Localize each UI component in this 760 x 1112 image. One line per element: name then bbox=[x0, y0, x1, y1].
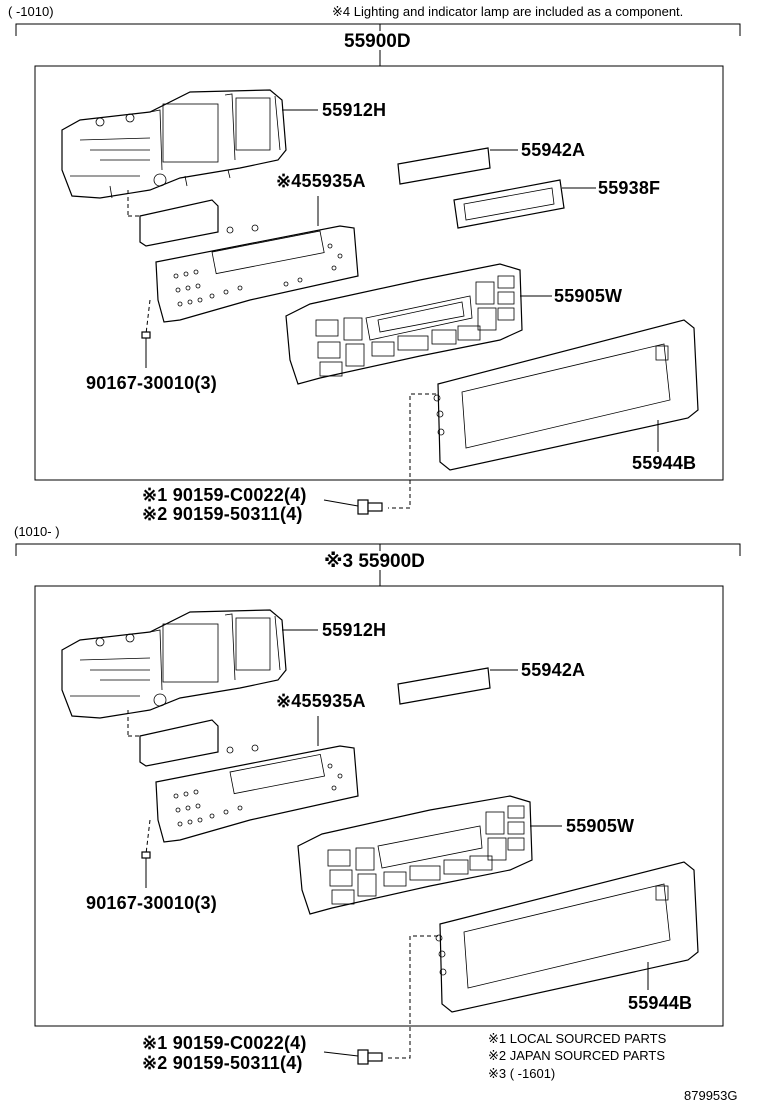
top-part-90167: 90167-30010(3) bbox=[86, 373, 217, 393]
bottom-fastener-90159-c0022: ※1 90159-C0022(4) bbox=[142, 1033, 307, 1053]
bottom-circuit-board-55935a bbox=[139, 719, 359, 843]
bottom-part-55942a: 55942A bbox=[521, 660, 586, 680]
figure-code: 879953G bbox=[684, 1088, 738, 1103]
dash-top-3 bbox=[145, 299, 151, 335]
leader-bottom-90159 bbox=[323, 1051, 359, 1057]
top-part-55942a: 55942A bbox=[521, 140, 586, 160]
top-section-frame bbox=[15, 23, 741, 481]
top-window-55938f bbox=[453, 179, 565, 229]
top-bezel-55944b bbox=[433, 319, 699, 471]
dash-bottom-3 bbox=[145, 819, 151, 855]
bottom-range-label: (1010- ) bbox=[14, 524, 60, 539]
bottom-part-55935a: ※455935A bbox=[276, 691, 366, 711]
legend-date-range: ※3 ( -1601) bbox=[488, 1066, 556, 1081]
top-screw-90167-icon bbox=[141, 331, 151, 346]
bottom-bezel-55944b bbox=[435, 861, 699, 1013]
bottom-part-55905w: 55905W bbox=[566, 816, 635, 836]
bottom-part-55944b: 55944B bbox=[628, 993, 693, 1013]
leader-top-90159 bbox=[323, 499, 359, 507]
top-circuit-board-55935a bbox=[139, 199, 359, 323]
note-4-label: ※4 Lighting and indicator lamp are inclu… bbox=[332, 4, 684, 19]
bottom-bolt-90159-icon bbox=[357, 1049, 383, 1065]
bottom-fastener-90159-50311: ※2 90159-50311(4) bbox=[142, 1053, 303, 1073]
bottom-bracket-55912h bbox=[61, 609, 287, 719]
top-bracket-55912h bbox=[61, 89, 287, 199]
top-part-55912h: 55912H bbox=[322, 100, 387, 120]
top-fastener-90159-c0022: ※1 90159-C0022(4) bbox=[142, 485, 307, 505]
legend-japan-sourced: ※2 JAPAN SOURCED PARTS bbox=[488, 1048, 666, 1063]
bottom-panel-55942a bbox=[397, 667, 491, 705]
bottom-control-panel-55905w bbox=[297, 795, 533, 915]
bottom-part-55912h: 55912H bbox=[322, 620, 387, 640]
dash-top-bezel bbox=[388, 393, 436, 509]
bottom-part-90167: 90167-30010(3) bbox=[86, 893, 217, 913]
top-control-panel-55905w bbox=[285, 263, 523, 385]
top-part-55938f: 55938F bbox=[598, 178, 661, 198]
bottom-screw-90167-icon bbox=[141, 851, 151, 866]
top-range-label: ( -1010) bbox=[8, 4, 54, 19]
top-part-55935a: ※455935A bbox=[276, 171, 366, 191]
bottom-section-frame bbox=[15, 543, 741, 1027]
top-panel-55942a bbox=[397, 147, 491, 185]
bottom-assembly-label: ※3 55900D bbox=[324, 551, 425, 572]
top-fastener-90159-50311: ※2 90159-50311(4) bbox=[142, 504, 303, 524]
top-assembly-label: 55900D bbox=[344, 31, 411, 52]
top-bolt-90159-icon bbox=[357, 499, 383, 515]
top-part-55944b: 55944B bbox=[632, 453, 697, 473]
legend-local-sourced: ※1 LOCAL SOURCED PARTS bbox=[488, 1031, 667, 1046]
dash-bottom-bezel bbox=[388, 935, 438, 1059]
top-part-55905w: 55905W bbox=[554, 286, 623, 306]
